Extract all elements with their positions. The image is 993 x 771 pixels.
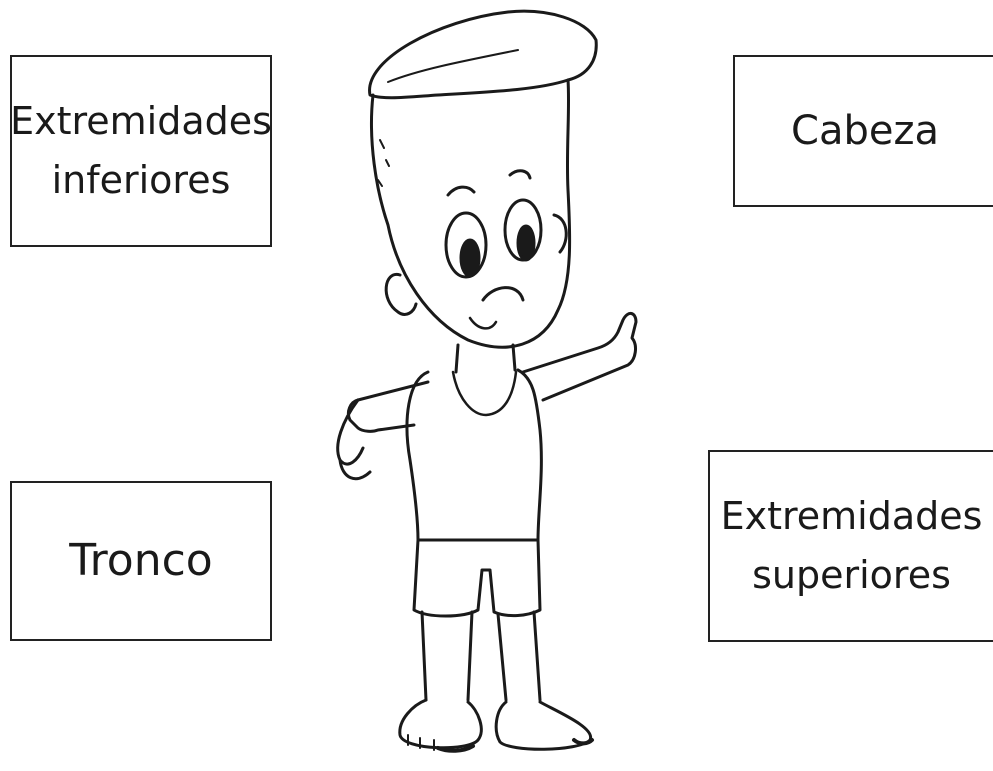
label-text: superiores: [752, 553, 951, 597]
left-foot: [398, 698, 483, 750]
right-ear: [552, 213, 568, 254]
label-text: Extremidades: [720, 494, 983, 539]
right-foot: [494, 700, 592, 751]
right-arm: [521, 312, 638, 402]
left-ear: [384, 273, 418, 316]
label-text: Tronco: [69, 534, 213, 586]
hair: [368, 9, 598, 100]
left-leg: [420, 610, 474, 702]
label-text: inferiores: [51, 158, 231, 202]
left-arm: [346, 380, 430, 433]
label-box-extremidades-inferiores: Extremidades inferiores: [10, 55, 272, 247]
torso: [405, 368, 543, 542]
right-leg: [496, 610, 542, 702]
shorts: [412, 538, 542, 618]
label-text: Extremidades: [10, 99, 272, 144]
label-box-tronco: Tronco: [10, 481, 272, 641]
child-drawing-icon: [318, 0, 648, 766]
label-box-extremidades-superiores: Extremidades superiores: [708, 450, 993, 642]
label-box-cabeza: Cabeza: [733, 55, 993, 207]
label-text: Cabeza: [791, 108, 939, 154]
